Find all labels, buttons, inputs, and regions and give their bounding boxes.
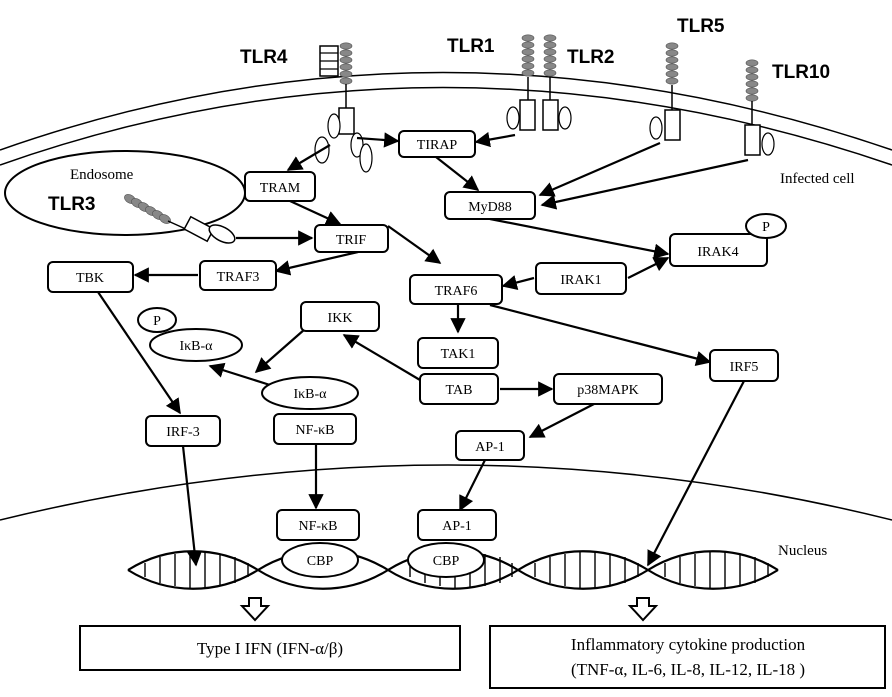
edge-myd88-irak4 <box>489 217 670 259</box>
tlr4-receptor <box>314 42 373 173</box>
tab-label: TAB <box>446 383 473 398</box>
node-ikk: IKK <box>300 301 380 332</box>
nuclear-membrane <box>0 464 892 521</box>
ikba-phospho-label: IκB-α <box>179 339 213 354</box>
tak1-label: TAK1 <box>441 347 476 362</box>
node-tab: TAB <box>419 373 499 405</box>
ap1-nuc-label: AP-1 <box>442 519 472 534</box>
edge-tab-ikk <box>342 334 421 381</box>
nfkb-cyto-label: NF-κB <box>296 423 335 438</box>
tlr10-label: TLR10 <box>772 62 830 83</box>
node-trif: TRIF <box>314 224 389 253</box>
irf3-label: IRF-3 <box>166 425 199 440</box>
tirap-label: TIRAP <box>417 138 458 153</box>
edge-tbk-irf3 <box>97 291 181 415</box>
cell-membrane <box>0 71 892 166</box>
irak4-phospho-label: P <box>762 220 770 235</box>
node-nfkb-cytoplasm: NF-κB <box>273 413 357 445</box>
tlr3-label: TLR3 <box>48 194 96 215</box>
node-tak1: TAK1 <box>417 337 499 369</box>
tlr5-label: TLR5 <box>677 16 725 37</box>
node-irak1: IRAK1 <box>535 262 627 295</box>
traf6-label: TRAF6 <box>435 284 478 299</box>
node-traf3: TRAF3 <box>199 260 277 291</box>
node-tram: TRAM <box>244 171 316 202</box>
edge-tlr10-myd88 <box>540 158 749 210</box>
node-ikba: IκB-α <box>261 376 359 410</box>
tlr3-receptor <box>124 194 171 224</box>
node-p38mapk: p38MAPK <box>553 373 663 405</box>
traf3-label: TRAF3 <box>217 270 260 285</box>
edge-trif-traf3 <box>274 250 359 276</box>
node-ap1-nucleus: AP-1 <box>417 509 497 541</box>
edges <box>97 131 749 567</box>
node-cbp-right: CBP <box>407 542 485 578</box>
node-cbp-left: CBP <box>281 542 359 578</box>
ikba-label: IκB-α <box>293 387 327 402</box>
node-tbk: TBK <box>47 261 134 293</box>
cytokine-line1-label: Inflammatory cytokine production <box>571 635 806 654</box>
endosome: Endosome TLR3 <box>4 150 246 244</box>
node-myd88: MyD88 <box>444 191 536 220</box>
tlr10-receptor <box>744 59 775 156</box>
edge-tlr4-tram <box>286 144 331 171</box>
node-ap1-cytoplasm: AP-1 <box>455 430 525 461</box>
irak1-label: IRAK1 <box>560 273 601 288</box>
nfkb-nuc-label: NF-κB <box>299 519 338 534</box>
edge-traf6-irf5 <box>489 303 712 366</box>
endosome-label: Endosome <box>70 167 134 183</box>
edge-tlr4-tirap <box>356 132 400 148</box>
output-cytokine-production: Inflammatory cytokine production (TNF-α,… <box>489 625 886 689</box>
edge-irak1-traf6 <box>501 275 535 290</box>
tlr4-label: TLR4 <box>240 47 288 68</box>
node-irak4-phospho: P <box>745 213 787 239</box>
ap1-cyto-label: AP-1 <box>475 440 505 455</box>
node-traf6: TRAF6 <box>409 274 503 305</box>
edge-ikba-degradation <box>208 362 271 387</box>
irak4-label: IRAK4 <box>697 245 738 260</box>
infected-cell-label: Infected cell <box>780 171 855 187</box>
tlr1-label: TLR1 <box>447 36 495 57</box>
irf5-label: IRF5 <box>730 360 759 375</box>
edge-irf3-dna <box>181 445 203 567</box>
ikba-p-tag-label: P <box>153 314 161 329</box>
edge-irf5-dna <box>647 380 745 567</box>
myd88-label: MyD88 <box>468 200 512 215</box>
output-type1-ifn: Type I IFN (IFN-α/β) <box>79 625 461 671</box>
trif-label: TRIF <box>336 233 367 248</box>
node-ikba-p-tag: P <box>137 307 177 333</box>
tlr5-receptor <box>649 42 681 141</box>
node-irf3: IRF-3 <box>145 415 221 447</box>
edge-p38-ap1 <box>528 403 595 438</box>
type1-ifn-label: Type I IFN (IFN-α/β) <box>197 639 343 658</box>
tlr1-tlr2-receptor <box>506 34 572 131</box>
edge-irak1-irak4 <box>627 257 670 279</box>
edge-tram-trif <box>289 200 342 226</box>
node-ikba-phosphorylated: IκB-α <box>149 328 243 362</box>
output-arrow-ifn <box>239 597 271 622</box>
edge-tlr5-myd88 <box>538 141 661 197</box>
edge-tlr12-tirap <box>474 131 516 148</box>
node-irak4: IRAK4 <box>669 233 768 267</box>
cytokine-line2-label: (TNF-α, IL-6, IL-8, IL-12, IL-18 ) <box>571 660 805 679</box>
node-irf5: IRF5 <box>709 349 779 382</box>
cbp-left-label: CBP <box>307 554 334 569</box>
node-nfkb-nucleus: NF-κB <box>276 509 360 541</box>
edge-tirap-myd88 <box>435 156 480 191</box>
edge-trif-traf6 <box>387 225 442 264</box>
nucleus-label: Nucleus <box>778 543 827 559</box>
node-tirap: TIRAP <box>398 130 476 158</box>
edge-ap1-nuclear <box>459 459 486 512</box>
tlr2-label: TLR2 <box>567 47 615 68</box>
output-arrow-cytokine <box>627 597 659 622</box>
ikk-label: IKK <box>328 311 353 326</box>
cbp-right-label: CBP <box>433 554 460 569</box>
dna-helix <box>127 550 779 590</box>
tbk-label: TBK <box>76 271 104 286</box>
tram-label: TRAM <box>260 181 301 196</box>
p38mapk-label: p38MAPK <box>577 383 638 398</box>
